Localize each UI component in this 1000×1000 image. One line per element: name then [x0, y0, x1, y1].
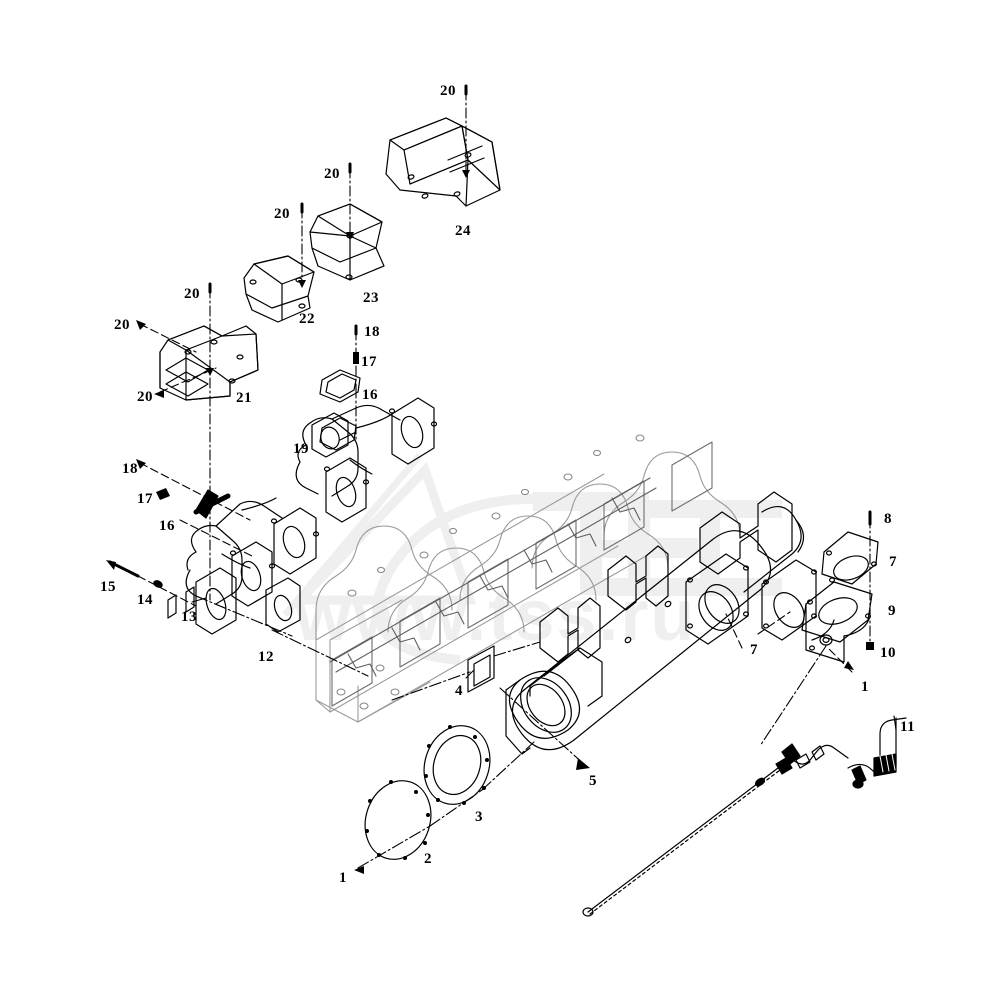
- part-16-gasket-upper: [319, 369, 361, 403]
- callout-8: 8: [884, 511, 892, 527]
- part-19-exhaust-manifold-rear: [295, 397, 438, 523]
- callout-7-right: 7: [889, 554, 897, 570]
- callout-1-bottom: 1: [339, 870, 347, 886]
- callout-20-left: 20: [114, 317, 130, 333]
- callout-7-centre: 7: [750, 642, 758, 658]
- callout-15: 15: [100, 579, 116, 595]
- callout-20-small: 20: [274, 206, 290, 222]
- callout-14: 14: [137, 592, 153, 608]
- callout-17-left: 17: [137, 491, 153, 507]
- cylinder-head-assembly: [315, 434, 741, 723]
- callout-11: 11: [900, 719, 916, 735]
- callout-24: 24: [455, 223, 471, 239]
- part-22-heat-shield-small: [243, 255, 315, 323]
- callout-2: 2: [424, 851, 432, 867]
- callout-5: 5: [589, 773, 597, 789]
- part-3-gasket-round: [423, 725, 491, 805]
- part-21-heat-shield-front: [159, 325, 259, 401]
- callout-16-upper: 16: [362, 387, 378, 403]
- callout-10: 10: [880, 645, 896, 661]
- callout-20-lower: 20: [137, 389, 153, 405]
- part-5-intake-manifold-tube: [505, 491, 805, 755]
- part-9-throttle-elbow-housing: [801, 581, 873, 663]
- callout-21: 21: [236, 390, 252, 406]
- callout-20-front: 20: [184, 286, 200, 302]
- callout-19: 19: [293, 441, 309, 457]
- part-4-gasket-flat-small: [467, 645, 495, 693]
- part-13-exhaust-manifold-front: [167, 489, 320, 635]
- callout-20-mid: 20: [324, 166, 340, 182]
- callout-3: 3: [475, 809, 483, 825]
- watermark-swoosh-icon: [372, 493, 561, 665]
- part-12-gasket-exhaust-port: [265, 577, 301, 633]
- callout-12: 12: [258, 649, 274, 665]
- part-11-sensor-wire-harness: [582, 717, 907, 917]
- callout-23: 23: [363, 290, 379, 306]
- part-7-gasket-upper-right: [821, 531, 879, 585]
- callout-1-right: 1: [861, 679, 869, 695]
- callout-17-upper: 17: [361, 354, 377, 370]
- callout-18-upper: 18: [364, 324, 380, 340]
- callout-20-rear: 20: [440, 83, 456, 99]
- watermark-logo-letters: [533, 492, 782, 596]
- leader-lines: [106, 84, 897, 874]
- callout-13: 13: [181, 609, 197, 625]
- callout-9: 9: [888, 603, 896, 619]
- callout-18-left: 18: [122, 461, 138, 477]
- part-7-gasket-centre: [761, 559, 817, 641]
- callout-22: 22: [299, 311, 315, 327]
- part-24-heat-shield-rear: [385, 117, 501, 207]
- callout-16-left: 16: [159, 518, 175, 534]
- callout-4: 4: [455, 683, 463, 699]
